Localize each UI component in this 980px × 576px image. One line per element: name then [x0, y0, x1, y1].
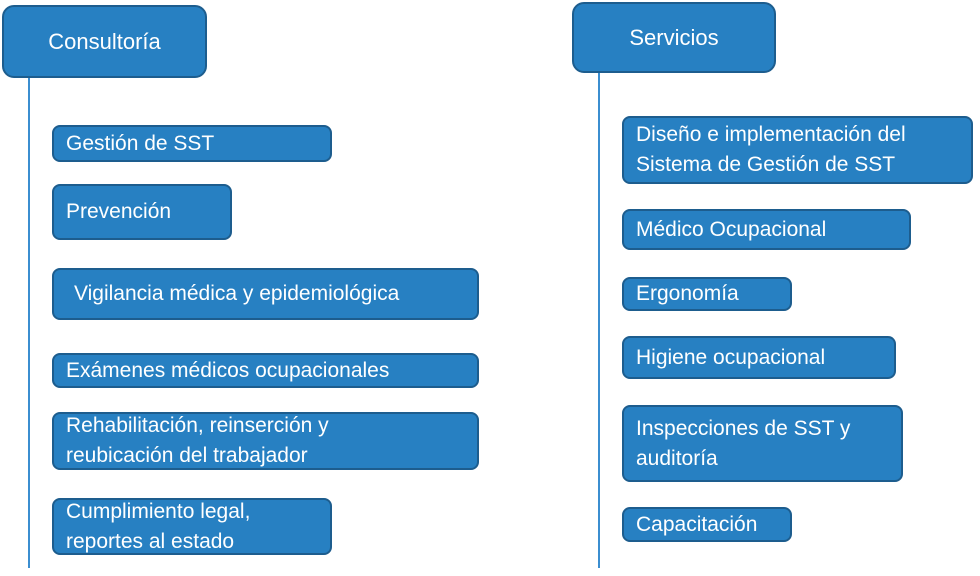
- servicios-item-diseno: Diseño e implementación del Sistema de G…: [622, 116, 973, 184]
- consultoria-item-examenes: Exámenes médicos ocupacionales: [52, 353, 479, 388]
- consultoria-item-rehabilitacion: Rehabilitación, reinserción y reubicació…: [52, 412, 479, 470]
- servicios-item-ergonomia: Ergonomía: [622, 277, 792, 311]
- servicios-header: Servicios: [572, 2, 776, 73]
- servicios-connector-line: [598, 73, 600, 568]
- servicios-item-medico: Médico Ocupacional: [622, 209, 911, 250]
- consultoria-item-vigilancia: Vigilancia médica y epidemiológica: [52, 268, 479, 320]
- servicios-item-capacitacion: Capacitación: [622, 507, 792, 542]
- consultoria-item-cumplimiento: Cumplimiento legal, reportes al estado: [52, 498, 332, 555]
- servicios-item-higiene: Higiene ocupacional: [622, 336, 896, 379]
- consultoria-item-gestion: Gestión de SST: [52, 125, 332, 162]
- consultoria-header: Consultoría: [2, 5, 207, 78]
- servicios-item-inspecciones: Inspecciones de SST y auditoría: [622, 405, 903, 482]
- consultoria-item-prevencion: Prevención: [52, 184, 232, 240]
- consultoria-connector-line: [28, 78, 30, 568]
